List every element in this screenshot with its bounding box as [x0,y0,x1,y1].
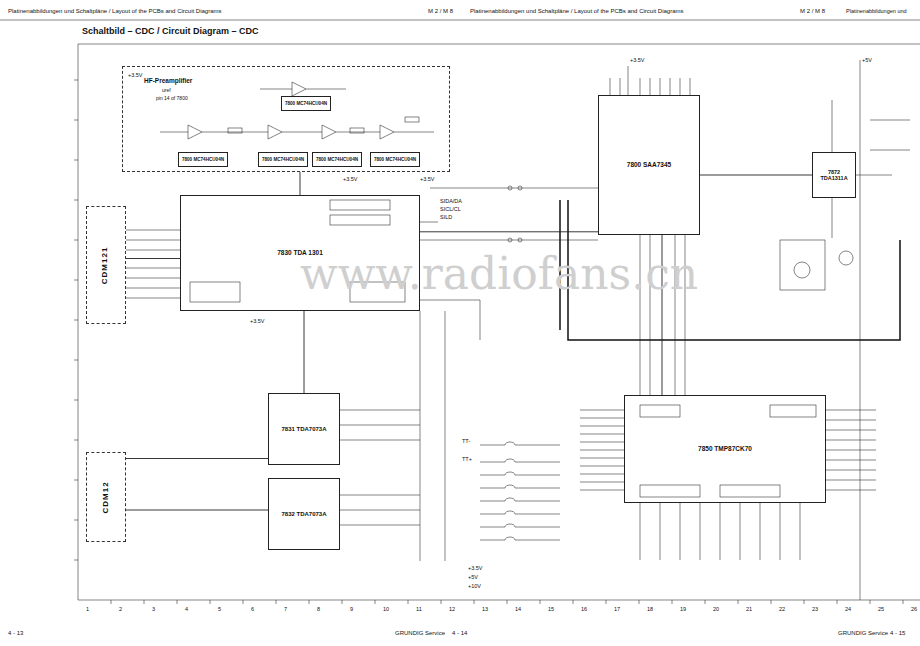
signal-label: +3.5V [420,176,435,182]
grid-number: 13 [482,606,488,612]
ic-box: 7800 MC74HCU04N [178,152,228,167]
ic-box: CDM12 [86,452,126,542]
signal-wire [420,231,598,232]
ic-label: 7832 TDA7073A [280,511,327,518]
grid-number: 1 [86,606,89,612]
ic-label: 7850 TMP87CK70 [697,445,753,452]
signal-label: +5V [468,574,478,580]
grid-number: 16 [581,606,587,612]
grid-number: 15 [548,606,554,612]
signal-wire [126,258,180,259]
ic-label: 7800 SAA7345 [626,161,672,168]
signal-label: M 2 / M 8 [800,8,825,15]
diagram-title: Schaltbild – CDC / Circuit Diagram – CDC [82,27,259,37]
ic-box: 7800 MC74HCU04N [312,152,362,167]
signal-label: TT+ [462,456,472,462]
ic-label: 7800 MC74HCU04N [315,157,359,162]
ic-box: HF-Preamplifier 7800 MC74HCU04N 7800 MC74H… [122,66,450,172]
signal-label: +3.5V [630,57,645,63]
signal-wire [126,458,268,459]
signal-label: SILD [440,214,452,220]
signal-label: M 2 / M 8 [428,8,453,15]
signal-label: +10V [468,583,481,589]
signal-label: 4 - 15 [890,630,905,637]
ic-box: 7800 SAA7345 [598,95,700,235]
grid-number: 20 [713,606,719,612]
grid-number: 7 [284,606,287,612]
ic-label: 7800 MC74HCU04N [284,101,328,106]
signal-label: +3.5V [250,318,265,324]
grid-number: 8 [317,606,320,612]
signal-label: GRUNDIG Service [395,630,445,637]
signal-label: +3.5V [128,72,143,78]
ic-box: 7872 TDA1311A [812,152,856,198]
ic-box: 7800 MC74HCU04N [281,96,331,111]
ic-label: 7831 TDA7073A [280,426,327,433]
ic-label: 7800 MC74HCU04N [181,157,225,162]
grid-number: 26 [911,606,917,612]
watermark: www.radiofans.cn [300,250,698,298]
ic-box: 7850 TMP87CK70 [624,395,826,503]
grid-number: 19 [680,606,686,612]
signal-label: TT- [462,438,470,444]
signal-label: Platinenabbildungen und Schaltpläne / La… [8,8,221,15]
ic-box: 7832 TDA7073A [268,478,340,550]
grid-number: 21 [746,606,752,612]
signal-label: Platinenabbildungen und [846,8,907,14]
signal-label: +3.5V [468,565,483,571]
grid-number: 3 [152,606,155,612]
signal-label: +3.5V [343,176,358,182]
ic-label: CDM12 [102,480,111,514]
grid-number: 23 [812,606,818,612]
signal-label: pin 14 of 7800 [156,96,188,102]
grid-number: 14 [515,606,521,612]
ic-label: CDM121 [102,245,111,285]
signal-label: +5V [862,57,872,63]
signal-label: SIDA/DA [440,198,462,204]
ic-label: 7800 MC74HCU04N [261,157,305,162]
grid-number: 18 [647,606,653,612]
grid-number: 11 [416,606,422,612]
grid-number: 5 [218,606,221,612]
ic-label: 7872 TDA1311A [813,169,855,181]
signal-label: SICL/CL [440,206,461,212]
signal-label: uref [162,88,171,94]
signal-label: 4 - 13 [8,630,23,637]
grid-number: 6 [251,606,254,612]
signal-label: GRUNDIG Service [838,630,888,637]
ic-box: 7800 MC74HCU04N [370,152,420,167]
grid-number: 9 [350,606,353,612]
signal-label: 4 - 14 [452,630,467,637]
ic-box: 7831 TDA7073A [268,393,340,465]
signal-label: Platinenabbildungen und Schaltpläne / La… [470,8,683,15]
grid-number: 17 [614,606,620,612]
signal-wire [300,172,301,195]
grid-number: 25 [878,606,884,612]
ic-box: 7800 MC74HCU04N [258,152,308,167]
signal-wire [126,510,268,511]
ic-label: 7800 MC74HCU04N [373,157,417,162]
signal-wire [304,311,305,393]
ic-box: CDM121 [86,206,126,324]
grid-number: 4 [185,606,188,612]
grid-number: 10 [383,606,389,612]
signal-wire [700,175,812,176]
grid-number: 2 [119,606,122,612]
grid-number: 24 [845,606,851,612]
grid-number: 12 [449,606,455,612]
grid-number: 22 [779,606,785,612]
ic-label: HF-Preamplifier [143,77,193,84]
